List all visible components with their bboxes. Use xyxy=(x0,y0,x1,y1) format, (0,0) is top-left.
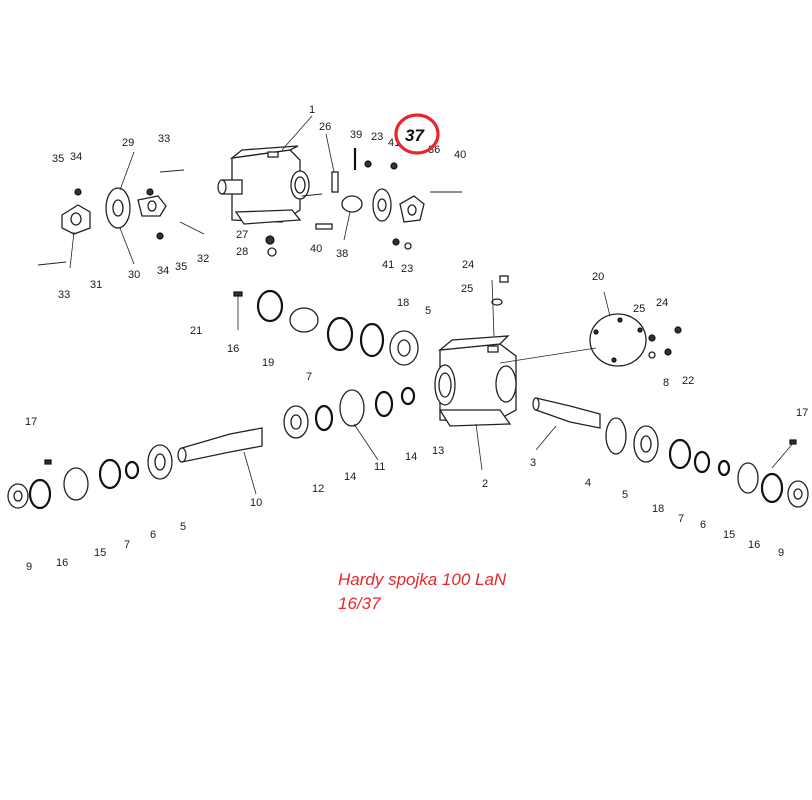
part-label: 16 xyxy=(227,343,239,355)
part-label: 21 xyxy=(190,325,202,337)
part-label: 9 xyxy=(778,547,784,559)
part-label: 34 xyxy=(70,151,82,163)
part-label: 33 xyxy=(158,133,170,145)
part-label: 40 xyxy=(310,243,322,255)
part-label: 15 xyxy=(94,547,106,559)
part-label: 13 xyxy=(432,445,444,457)
part-label: 16 xyxy=(56,557,68,569)
part-label: 40 xyxy=(454,149,466,161)
cover-plate xyxy=(491,275,682,367)
right-side-parts-row xyxy=(532,397,809,508)
part-label: 28 xyxy=(236,246,248,258)
part-label: 39 xyxy=(350,129,362,141)
part-label: 11 xyxy=(374,461,385,473)
part-label: 5 xyxy=(622,489,628,501)
part-label: 25 xyxy=(461,283,473,295)
part-label: 9 xyxy=(26,561,32,573)
part-label: 29 xyxy=(122,137,134,149)
part-label: 25 xyxy=(633,303,645,315)
part-label: 4 xyxy=(585,477,591,489)
part-label: 19 xyxy=(262,357,274,369)
part-label: 6 xyxy=(700,519,706,531)
caption-title: Hardy spojka 100 LaN xyxy=(338,570,507,589)
part-label: 24 xyxy=(462,259,474,271)
part-label: 12 xyxy=(312,483,324,495)
part-label: 14 xyxy=(405,451,417,463)
part-label: 30 xyxy=(128,269,140,281)
part-label: 7 xyxy=(124,539,130,551)
upper-left-parts-row xyxy=(233,289,419,366)
gearbox-housing-main xyxy=(434,335,517,427)
part-label: 18 xyxy=(397,297,409,309)
part-label: 23 xyxy=(371,131,383,143)
part-label: 14 xyxy=(344,471,356,483)
part-label: 7 xyxy=(678,513,684,525)
part-label: 15 xyxy=(723,529,735,541)
part-label: 31 xyxy=(90,279,102,291)
lower-left-parts-row xyxy=(7,386,416,510)
highlight-circle xyxy=(394,113,440,155)
leader-lines xyxy=(69,115,795,495)
part-label: 3 xyxy=(530,457,536,469)
caption-code: 16/37 xyxy=(338,594,381,613)
part-label: 10 xyxy=(250,497,262,509)
part-label: 5 xyxy=(180,521,186,533)
part-label: 23 xyxy=(401,263,413,275)
part-number-labels: 1 26 39 23 41 36 40 29 33 35 34 27 28 40… xyxy=(25,104,808,573)
part-label: 38 xyxy=(336,248,348,260)
part-label: 18 xyxy=(652,503,664,515)
part-label: 24 xyxy=(656,297,668,309)
part-label: 2 xyxy=(482,478,488,490)
part-label: 32 xyxy=(197,253,209,265)
highlight-label: 37 xyxy=(405,126,425,145)
part-label: 33 xyxy=(58,289,70,301)
part-label: 6 xyxy=(150,529,156,541)
gearbox-housing-top xyxy=(217,145,323,225)
part-label: 34 xyxy=(157,265,169,277)
highlight-marker: 37 xyxy=(394,113,440,155)
part-label: 35 xyxy=(175,261,187,273)
part-label: 17 xyxy=(25,416,37,428)
part-label: 5 xyxy=(425,305,431,317)
part-label: 41 xyxy=(382,259,394,271)
part-label: 7 xyxy=(306,371,312,383)
part-label: 26 xyxy=(319,121,331,133)
flange-assembly-right xyxy=(265,148,462,257)
part-label: 35 xyxy=(52,153,64,165)
part-label: 20 xyxy=(592,271,604,283)
part-label: 16 xyxy=(748,539,760,551)
flange-assembly-left xyxy=(37,169,205,266)
part-label: 17 xyxy=(796,407,808,419)
part-label: 1 xyxy=(309,104,315,116)
part-label: 8 xyxy=(663,377,669,389)
part-label: 27 xyxy=(236,229,248,241)
part-label: 22 xyxy=(682,375,694,387)
